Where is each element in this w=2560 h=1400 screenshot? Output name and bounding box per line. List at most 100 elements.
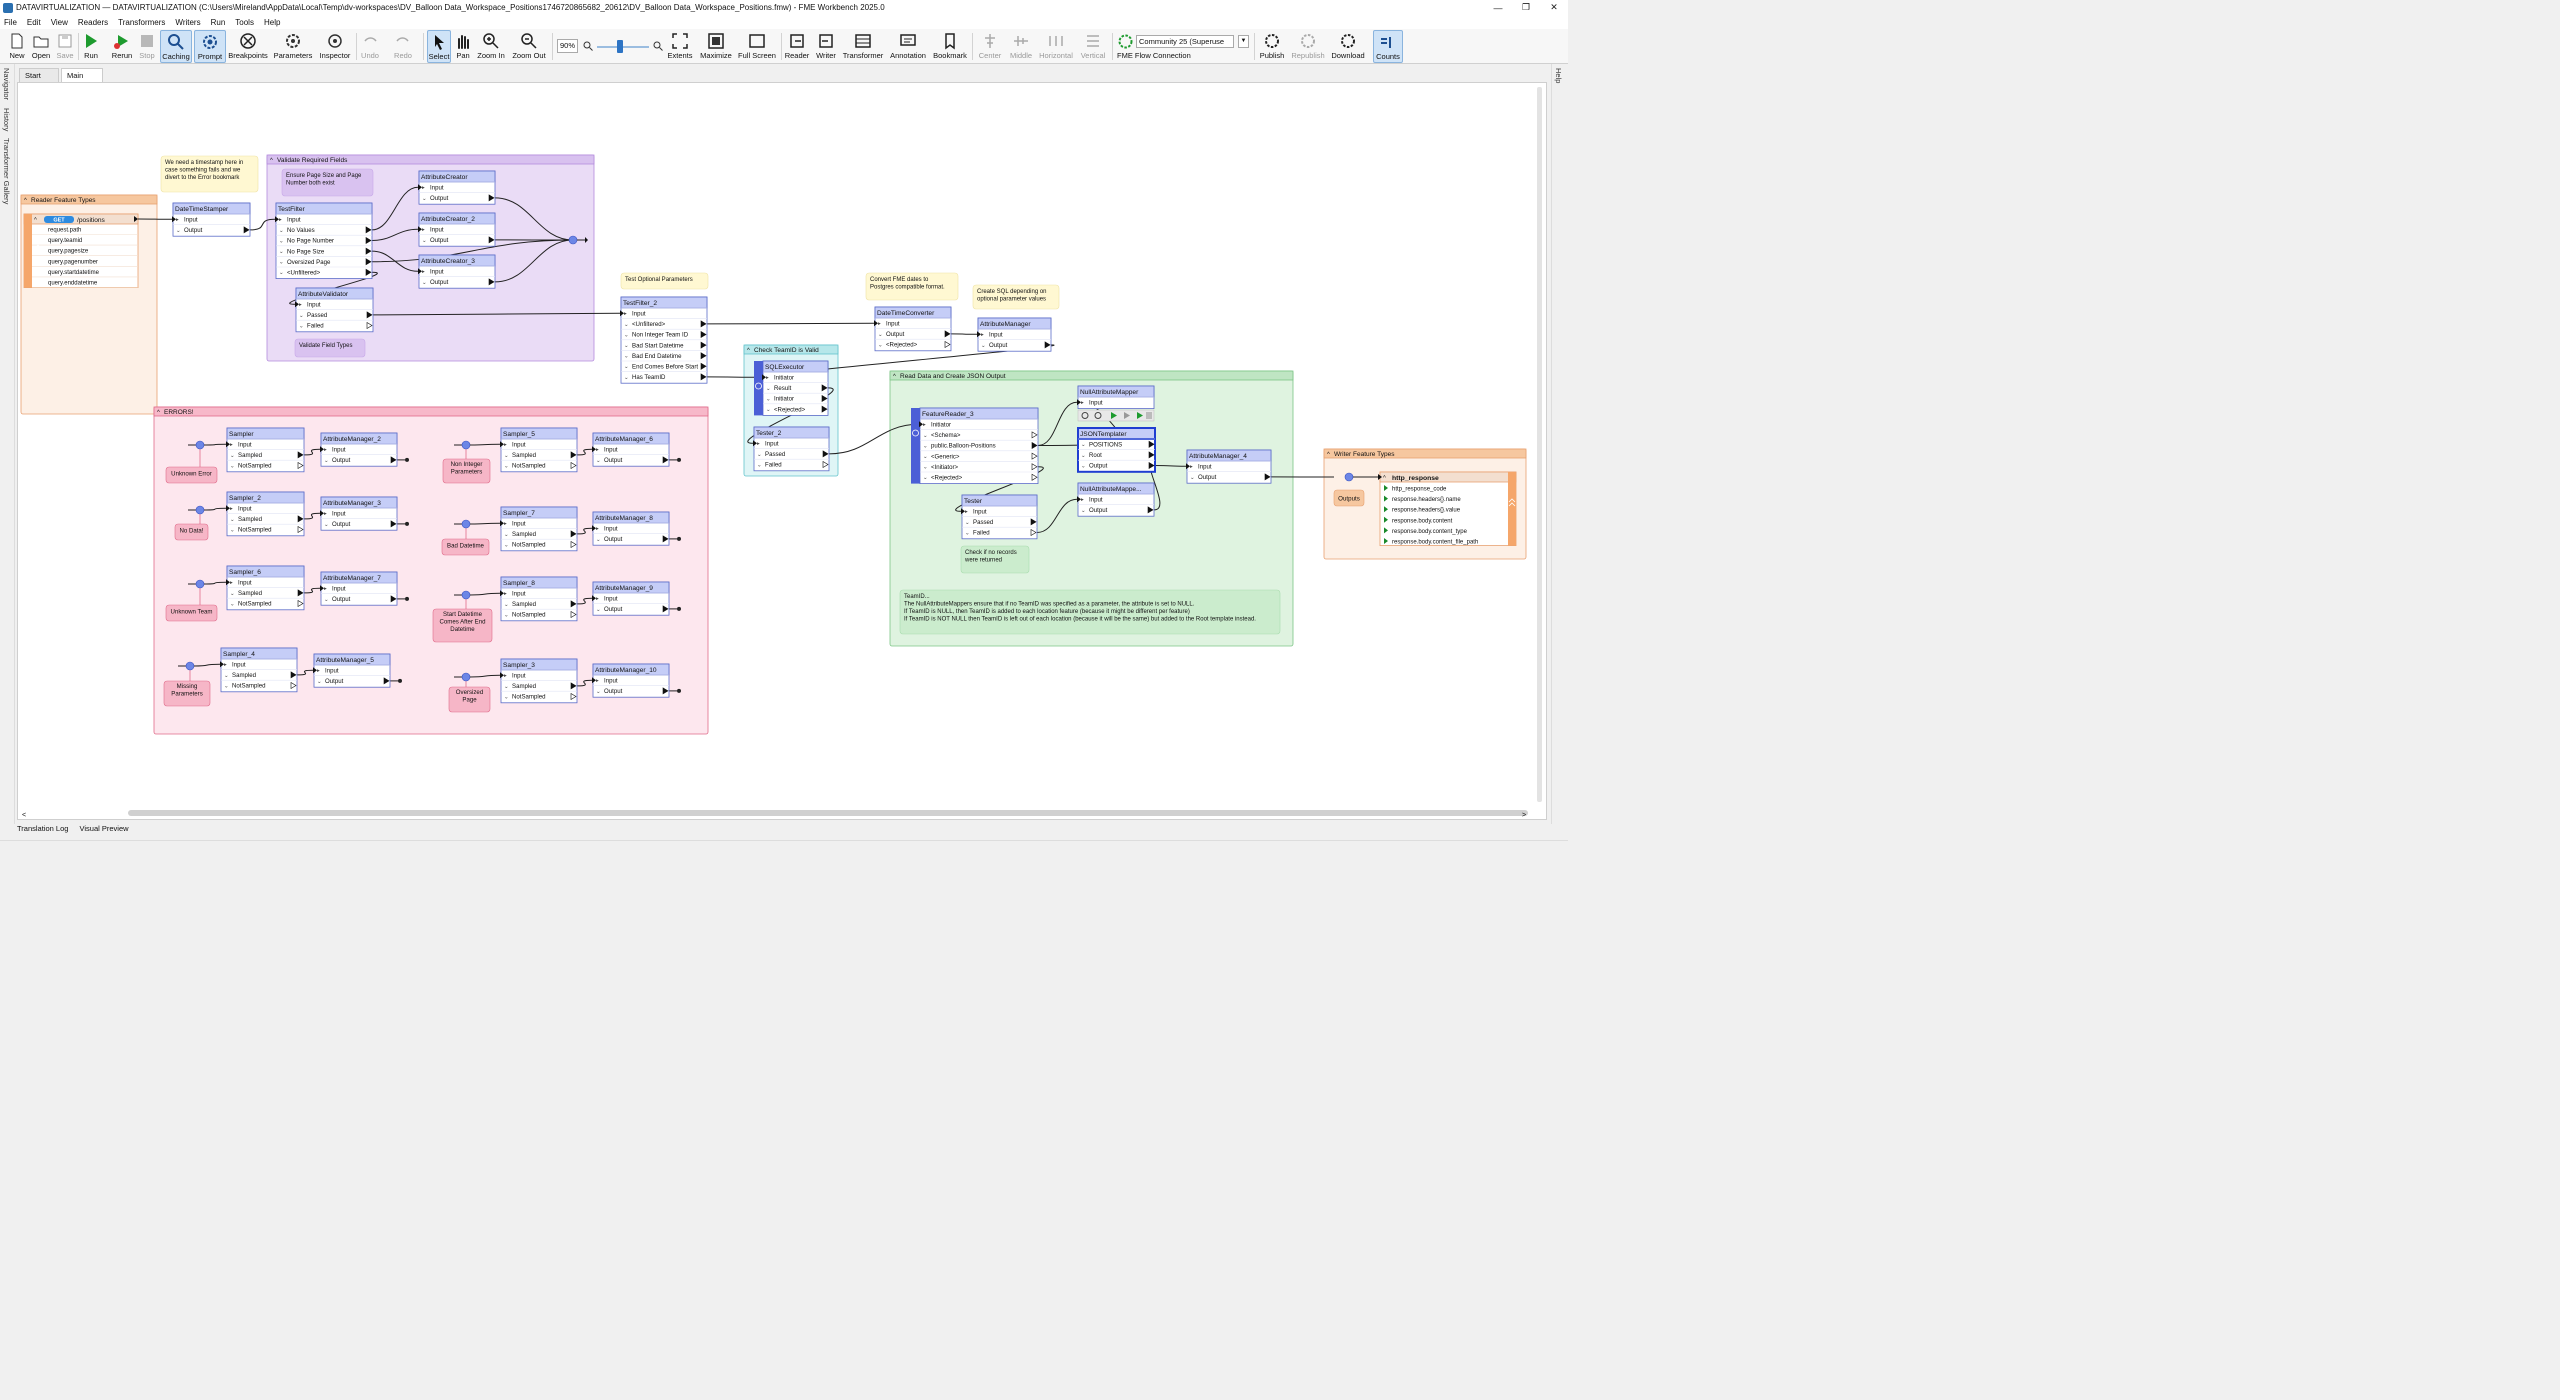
run-from-this-icon[interactable] — [1124, 412, 1130, 419]
port-chevron-icon[interactable]: ⌄ — [504, 612, 509, 618]
connection[interactable] — [303, 512, 321, 520]
zoom-out-small-icon[interactable] — [583, 41, 593, 51]
output-port-arrow[interactable] — [365, 236, 372, 245]
collapse-icon[interactable]: ^ — [24, 198, 27, 204]
connection[interactable] — [706, 322, 875, 325]
connection[interactable] — [469, 592, 501, 596]
output-port-arrow[interactable] — [365, 258, 372, 266]
port-chevron-icon[interactable]: ▸ — [230, 506, 233, 512]
input-port-arrow[interactable] — [753, 440, 757, 447]
input-port-arrow[interactable] — [592, 595, 596, 602]
port-chevron-icon[interactable]: ▸ — [757, 441, 760, 447]
input-port-arrow[interactable] — [500, 520, 504, 527]
port-chevron-icon[interactable]: ⌄ — [224, 673, 229, 679]
input-port-arrow[interactable] — [320, 585, 324, 592]
port-chevron-icon[interactable]: ⌄ — [878, 332, 883, 338]
output-port-arrow[interactable] — [1147, 506, 1154, 514]
zoom-slider[interactable] — [597, 46, 649, 48]
input-port-arrow[interactable] — [500, 590, 504, 597]
output-port-arrow[interactable] — [570, 530, 577, 538]
undo-button[interactable]: Undo — [358, 30, 382, 63]
output-port-arrow[interactable] — [570, 692, 577, 701]
port-chevron-icon[interactable]: ⌄ — [230, 463, 235, 469]
transformer-gallery-tab[interactable]: Transformer Gallery — [2, 138, 11, 205]
input-port-arrow[interactable] — [418, 226, 422, 233]
connection[interactable] — [494, 197, 574, 241]
transformer-am3[interactable]: AttributeManager_3▸Input⌄Output — [320, 496, 398, 531]
connection[interactable] — [371, 228, 419, 241]
output-port-arrow[interactable] — [365, 247, 372, 255]
input-port-arrow[interactable] — [320, 446, 324, 453]
connection[interactable] — [371, 239, 574, 263]
output-port-arrow[interactable] — [488, 194, 495, 202]
transformer-t2[interactable]: Tester_2▸Input⌄Passed⌄Failed — [753, 426, 830, 472]
port-chevron-icon[interactable]: ⌄ — [504, 694, 509, 700]
input-port-arrow[interactable] — [226, 579, 230, 586]
align-middle-button[interactable]: Middle — [1007, 30, 1035, 63]
port-chevron-icon[interactable]: ⌄ — [504, 453, 509, 459]
port-chevron-icon[interactable]: ⌄ — [299, 313, 304, 319]
select-button[interactable]: Select — [427, 30, 451, 63]
junction-node[interactable] — [461, 440, 471, 450]
transformer-am[interactable]: AttributeManager▸Input⌄Output — [977, 317, 1052, 352]
output-port-arrow[interactable] — [290, 671, 297, 679]
full-screen-button[interactable]: Full Screen — [737, 30, 777, 63]
reader-button[interactable]: Reader — [784, 30, 810, 63]
output-port-arrow[interactable] — [821, 405, 828, 413]
transformer-tst[interactable]: Tester▸Input⌄Passed⌄Failed — [961, 494, 1038, 540]
transformer-nam1[interactable]: NullAttributeMapper▸Input — [1077, 385, 1155, 410]
connection[interactable] — [303, 587, 321, 594]
port-chevron-icon[interactable]: ⌄ — [324, 597, 329, 603]
connection[interactable] — [576, 597, 593, 605]
tab-main[interactable]: Main ✕ — [61, 68, 103, 93]
menu-transformers[interactable]: Transformers — [118, 17, 166, 27]
node-toolbar[interactable] — [1077, 409, 1155, 422]
port-chevron-icon[interactable]: ⌄ — [766, 396, 771, 402]
input-port-arrow[interactable] — [592, 446, 596, 453]
prompt-button[interactable]: Prompt — [194, 30, 226, 63]
transformer-am9[interactable]: AttributeManager_9▸Input⌄Output — [592, 581, 670, 616]
output-port-arrow[interactable] — [700, 320, 707, 328]
breakpoints-button[interactable]: Breakpoints — [228, 30, 268, 63]
port-chevron-icon[interactable]: ⌄ — [230, 527, 235, 533]
input-port-arrow[interactable] — [919, 421, 923, 428]
collapse-icon[interactable]: ^ — [1383, 476, 1386, 482]
port-chevron-icon[interactable]: ⌄ — [624, 343, 629, 349]
port-chevron-icon[interactable]: ⌄ — [624, 322, 629, 328]
port-chevron-icon[interactable]: ▸ — [504, 591, 507, 597]
output-port-arrow[interactable] — [821, 384, 828, 392]
output-port-arrow[interactable] — [822, 450, 829, 458]
transformer-ac2[interactable]: AttributeCreator_2▸Input⌄Output — [418, 212, 496, 247]
junction-node[interactable] — [195, 505, 205, 515]
transformer-jt[interactable]: JSONTemplater⌄POSITIONS⌄Root⌄Output — [1077, 427, 1156, 473]
transformer-nam2[interactable]: NullAttributeMappe...▸Input⌄Output — [1077, 482, 1155, 517]
input-port-arrow[interactable] — [961, 508, 965, 515]
input-port-arrow[interactable] — [1378, 474, 1382, 480]
error-bubble-e6[interactable]: Bad Datetime — [441, 524, 490, 556]
input-port-arrow[interactable] — [295, 301, 299, 308]
output-port-arrow[interactable] — [570, 461, 577, 470]
port-chevron-icon[interactable]: ⌄ — [981, 343, 986, 349]
input-port-arrow[interactable] — [275, 216, 279, 223]
output-port-arrow[interactable] — [297, 515, 304, 523]
port-chevron-icon[interactable]: ▸ — [596, 678, 599, 684]
transformer-ac3[interactable]: AttributeCreator_3▸Input⌄Output — [418, 254, 496, 289]
input-port-arrow[interactable] — [313, 667, 317, 674]
output-port-arrow[interactable] — [700, 362, 707, 370]
port-chevron-icon[interactable]: ⌄ — [1081, 508, 1086, 514]
output-port-arrow[interactable] — [570, 610, 577, 619]
port-chevron-icon[interactable]: ⌄ — [596, 537, 601, 543]
transformer-s8[interactable]: Sampler_8▸Input⌄Sampled⌄NotSampled — [500, 576, 578, 622]
output-port-arrow[interactable] — [488, 278, 495, 286]
port-chevron-icon[interactable]: ⌄ — [923, 433, 928, 439]
connection[interactable] — [1154, 465, 1187, 467]
rerun-button[interactable]: Rerun — [111, 30, 133, 63]
chevron-down-icon[interactable]: ▼ — [1238, 35, 1249, 48]
vertical-scrollbar[interactable] — [1537, 87, 1542, 802]
port-chevron-icon[interactable]: ▸ — [299, 302, 302, 308]
redo-button[interactable]: Redo — [391, 30, 415, 63]
connection[interactable] — [203, 507, 227, 511]
collapse-icon[interactable]: ^ — [893, 374, 896, 380]
port-chevron-icon[interactable]: ⌄ — [766, 407, 771, 413]
port-chevron-icon[interactable]: ⌄ — [757, 462, 762, 468]
